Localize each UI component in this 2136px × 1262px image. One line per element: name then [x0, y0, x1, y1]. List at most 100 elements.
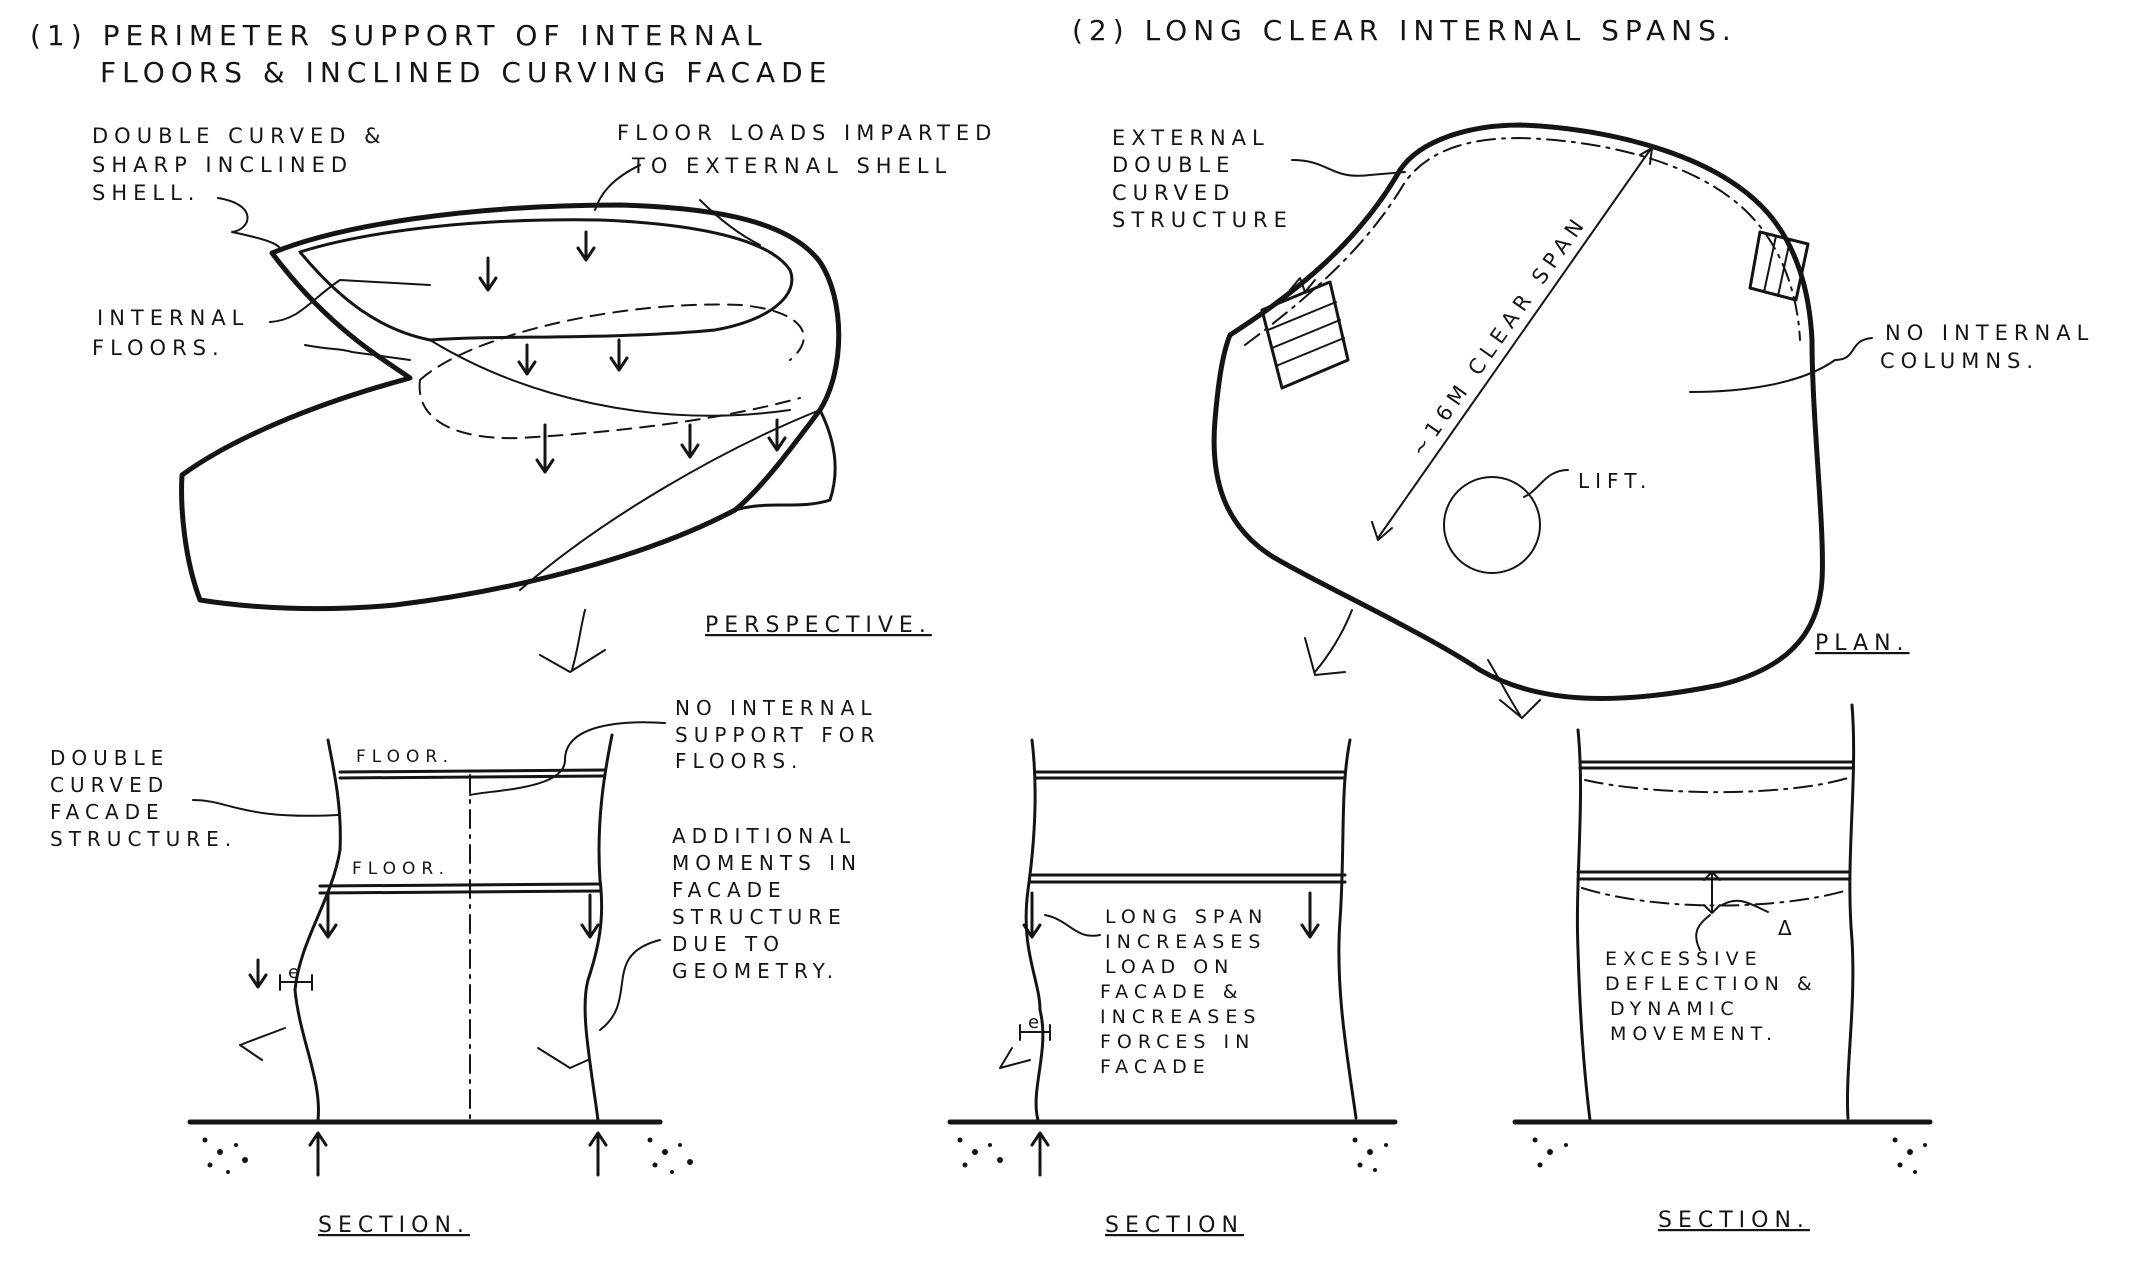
moments-label-3: FACADE [672, 878, 787, 902]
internal-floors-leader-2 [304, 344, 411, 361]
long-span-label-1: LONG SPAN [1105, 906, 1268, 928]
shell-inner-rim [298, 218, 794, 342]
moments-label-5: DUE TO [672, 932, 785, 956]
section2-labels: LONG SPAN INCREASES LOAD ON FACADE & INC… [1028, 906, 1268, 1238]
shell-wall-curve [429, 339, 791, 417]
plan-inner-line [1244, 137, 1801, 346]
shell-label-1: DOUBLE CURVED & [92, 124, 386, 148]
floor-loads-label-1: FLOOR LOADS IMPARTED [617, 121, 997, 145]
no-support-label-2: SUPPORT FOR [675, 723, 880, 747]
plan-stair-left [1260, 277, 1350, 390]
section1-floor-lower [318, 882, 602, 895]
section1-drawing [187, 721, 693, 1177]
no-support-label-1: NO INTERNAL [675, 696, 877, 720]
panel1-heading: (1) PERIMETER SUPPORT OF INTERNAL FLOORS… [30, 19, 826, 89]
section1-right-wall [583, 733, 614, 1122]
panel1-heading-line1: (1) PERIMETER SUPPORT OF INTERNAL [30, 19, 768, 52]
shell-leader [217, 197, 281, 249]
columns-label-1: NO INTERNAL [1885, 321, 2094, 345]
facade-leader [192, 799, 339, 817]
structure-leader [1291, 159, 1406, 177]
delta-leader [1721, 899, 1769, 913]
deflection-label-2: DEFLECTION & [1605, 973, 1818, 995]
structure-label-1: EXTERNAL [1112, 126, 1270, 150]
plan-drawing [1211, 122, 1873, 719]
section3-soil [1532, 1137, 1927, 1174]
section2-floor-upper [1033, 770, 1347, 780]
section2-left-wall [1024, 738, 1045, 1122]
panel2-heading: (2) LONG CLEAR INTERNAL SPANS. [1072, 14, 1737, 47]
section1-moment-left [239, 1027, 286, 1061]
plan-stair-right [1748, 230, 1810, 302]
section3-left-wall [1575, 728, 1592, 1122]
perspective-labels: DOUBLE CURVED & SHARP INCLINED SHELL. FL… [92, 121, 997, 638]
section1-left-wall [293, 738, 342, 1122]
section2-floor-lower [1028, 873, 1347, 884]
shell-label-3: SHELL. [92, 181, 200, 205]
shell-rear-fold [733, 408, 837, 512]
perspective-caption: PERSPECTIVE. [705, 613, 932, 638]
section3-floor-lower [1576, 870, 1852, 881]
long-span-label-5: INCREASES [1100, 1006, 1261, 1028]
long-span-label-7: FACADE [1100, 1056, 1211, 1078]
moments-label-6: GEOMETRY. [672, 959, 839, 983]
internal-floors-label-1: INTERNAL [97, 306, 249, 330]
clear-span-line [1371, 147, 1653, 541]
section1-floor-upper [338, 768, 606, 780]
moments-label-1: ADDITIONAL [672, 824, 856, 848]
facade-label-3: FACADE [50, 800, 165, 824]
deflection-label-4: MOVEMENT. [1610, 1023, 1778, 1045]
long-span-label-3: LOAD ON [1105, 956, 1234, 978]
section2-right-wall [1337, 738, 1358, 1120]
deflection-marker [1703, 871, 1721, 914]
section3-drawing [1512, 703, 1933, 1174]
plan-labels: EXTERNAL DOUBLE CURVED STRUCTURE ~16M CL… [1112, 126, 2094, 656]
lift-label: LIFT. [1578, 469, 1652, 493]
internal-floor-upper [419, 303, 805, 381]
section2-eccentricity: e [1028, 1012, 1045, 1033]
perspective-drawing [179, 164, 842, 673]
facade-label-1: DOUBLE [50, 746, 169, 770]
floor-loads-leader [594, 164, 641, 211]
section3-deflected-lower [1581, 887, 1849, 907]
section3-deflected-upper [1584, 777, 1849, 794]
moments-label-2: MOMENTS IN [672, 851, 862, 875]
long-span-label-2: INCREASES [1105, 931, 1266, 953]
lift-leader [1523, 469, 1569, 498]
plan-to-section-left-arrow [1304, 609, 1353, 676]
facade-label-4: STRUCTURE. [50, 827, 237, 851]
section1-soil [202, 1137, 693, 1174]
long-span-leader [1044, 914, 1101, 937]
section1-eccentricity-dim [279, 974, 313, 991]
long-span-label-6: FORCES IN [1100, 1031, 1255, 1053]
section3-floor-upper [1578, 760, 1854, 770]
columns-leader [1689, 337, 1873, 393]
shell-label-2: SHARP INCLINED [92, 153, 353, 177]
moments-label-4: STRUCTURE [672, 905, 847, 929]
facade-label-2: CURVED [50, 773, 169, 797]
section2-eccentricity-dim [1019, 1024, 1051, 1041]
structure-label-4: STRUCTURE [1112, 208, 1293, 232]
section2-drawing [947, 738, 1398, 1177]
structure-label-3: CURVED [1112, 181, 1235, 205]
section2-soil [957, 1137, 1388, 1172]
section3-caption: SECTION. [1658, 1208, 1810, 1233]
delta-symbol: Δ [1778, 916, 1798, 940]
perspective-to-section-arrow [539, 609, 606, 673]
section1-caption: SECTION. [318, 1213, 470, 1238]
section3-labels: Δ EXCESSIVE DEFLECTION & DYNAMIC MOVEMEN… [1605, 916, 1818, 1233]
section1-floor-upper-label: FLOOR. [356, 747, 454, 767]
section1-moment-right [537, 1047, 589, 1069]
internal-floor-lower [418, 379, 801, 440]
section1-eccentricity: e [288, 962, 305, 983]
section1-load-arrows [248, 893, 608, 1177]
no-support-label-3: FLOORS. [675, 749, 803, 773]
no-support-leader [469, 721, 666, 796]
internal-floors-leader [269, 279, 431, 323]
clear-span-label: ~16M CLEAR SPAN [1406, 210, 1591, 461]
lift-circle [1443, 476, 1541, 574]
plan-caption: PLAN. [1815, 631, 1910, 656]
deflection-leader [1695, 914, 1711, 951]
